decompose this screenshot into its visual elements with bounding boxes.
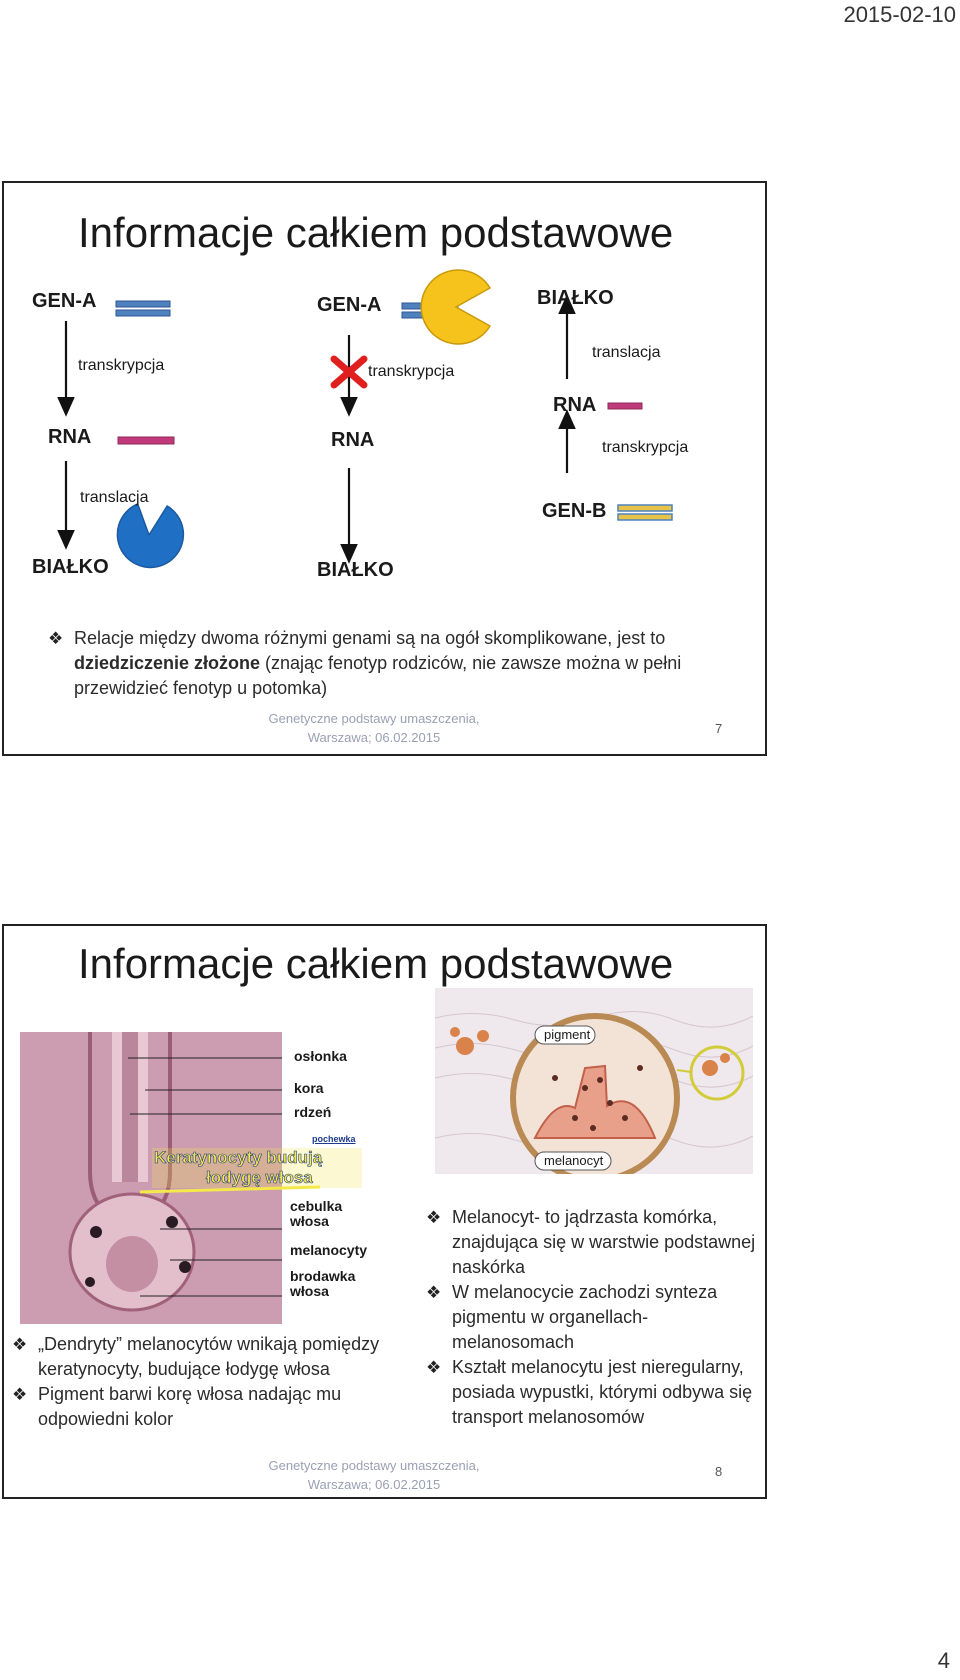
bullet-text: Kształt melanocytu jest nieregularny, po… (452, 1357, 753, 1427)
protein-left-icon (116, 502, 185, 569)
label-gen-a-middle: GEN-A (317, 294, 382, 316)
label-rna-right: RNA (553, 394, 597, 416)
bullet-text: „Dendryty” melanocytów wnikają pomiędzy … (38, 1334, 380, 1379)
bullet-star-icon: ❖ (426, 1283, 442, 1302)
slide-8: Informacje całkiem podstawowe (2, 924, 767, 1499)
bullet-star-icon: ❖ (426, 1208, 442, 1227)
rna-bar-right-icon (607, 402, 643, 410)
label-gen-b: GEN-B (542, 500, 607, 522)
footer-line2: Warszawa; 06.02.2015 (307, 730, 441, 745)
slide-footer: Genetyczne podstawy umaszczenia, Warszaw… (244, 709, 504, 747)
slide2-right-bullets: ❖ Melanocyt- to jądrzasta komórka, znajdu… (426, 1205, 756, 1430)
bullet-item: ❖ Relacje między dwoma różnymi genami są… (48, 626, 698, 701)
bullet-text: W melanocycie zachodzi synteza pigmentu … (452, 1282, 718, 1352)
footer-line2: Warszawa; 06.02.2015 (307, 1477, 441, 1492)
bullet-item: ❖ „Dendryty” melanocytów wnikają pomiędzy… (12, 1332, 392, 1382)
slide-number: 7 (715, 721, 723, 736)
label-pochewka: pochewka (312, 1134, 356, 1144)
slide-7: Informacje całkiem podstawowe (2, 181, 767, 756)
label-transkrypcja-middle: transkrypcja (368, 363, 455, 380)
label-keratynocyty-2: łodygę włosa (206, 1168, 313, 1188)
footer-line1: Genetyczne podstawy umaszczenia, (268, 1458, 480, 1473)
page-number: 4 (937, 1648, 950, 1673)
bullet-item: ❖ Melanocyt- to jądrzasta komórka, znajdu… (426, 1205, 756, 1280)
label-rna-middle: RNA (331, 429, 375, 451)
melanocyte-image: pigment melanocyt (435, 988, 753, 1174)
label-cebulka-2: włosa (290, 1213, 329, 1229)
slide-title: Informacje całkiem podstawowe (78, 209, 674, 256)
label-rna-left: RNA (48, 426, 92, 448)
slide-number: 8 (715, 1464, 723, 1479)
slide1-bullets: ❖ Relacje między dwoma różnymi genami są… (48, 626, 698, 701)
bullet-item: ❖ Pigment barwi korę włosa nadając mu odp… (12, 1382, 392, 1432)
bullet-text: Pigment barwi korę włosa nadając mu odpo… (38, 1384, 342, 1429)
bullet-star-icon: ❖ (426, 1358, 442, 1377)
bullet-bold-text: dziedziczenie złożone (74, 653, 261, 673)
hair-follicle-image: osłonka kora rdzeń pochewka Keratynocyty… (20, 1032, 400, 1324)
bullet-star-icon: ❖ (12, 1385, 28, 1404)
label-gen-a-left: GEN-A (32, 290, 97, 312)
label-cebulka-1: cebulka (290, 1198, 343, 1214)
label-melanocyt: melanocyt (544, 1153, 604, 1168)
label-melanocyty: melanocyty (290, 1242, 368, 1258)
bullet-text: Relacje między dwoma różnymi genami są n… (74, 628, 666, 648)
label-brodawka-2: włosa (290, 1283, 329, 1299)
bullet-item: ❖ Kształt melanocytu jest nieregularny, p… (426, 1355, 756, 1430)
bullet-text-end: (znając fenotyp rodziców, nie zawsze moż… (74, 653, 682, 698)
label-oslonka: osłonka (294, 1048, 347, 1064)
label-bialko-left: BIAŁKO (32, 556, 109, 578)
gene-diagram (57, 269, 673, 569)
label-brodawka-1: brodawka (290, 1268, 356, 1284)
hair-follicle-illustration (20, 1032, 400, 1324)
protein-middle-icon (420, 269, 492, 345)
slide-footer: Genetyczne podstawy umaszczenia, Warszaw… (244, 1456, 504, 1494)
label-translacja-left: translacja (80, 489, 149, 506)
label-pigment: pigment (544, 1027, 591, 1042)
label-rdzen: rdzeń (294, 1104, 332, 1120)
blocked-cross-icon (330, 355, 368, 389)
label-keratynocyty-1: Keratynocyty budują (154, 1148, 323, 1168)
slide-title: Informacje całkiem podstawowe (78, 940, 674, 987)
bullet-text: Melanocyt- to jądrzasta komórka, znajduj… (452, 1207, 756, 1277)
label-bialko-right: BIAŁKO (537, 287, 614, 309)
slide2-left-bullets: ❖ „Dendryty” melanocytów wnikają pomiędzy… (12, 1332, 392, 1432)
footer-line1: Genetyczne podstawy umaszczenia, (268, 711, 480, 726)
bullet-item: ❖ W melanocycie zachodzi synteza pigmentu… (426, 1280, 756, 1355)
bullet-star-icon: ❖ (12, 1335, 28, 1354)
label-bialko-middle: BIAŁKO (317, 559, 394, 581)
label-transkrypcja-left: transkrypcja (78, 357, 165, 374)
label-kora: kora (294, 1080, 324, 1096)
melanocyte-illustration (435, 988, 753, 1174)
label-translacja-right: translacja (592, 344, 661, 361)
rna-bar-left-icon (117, 436, 175, 445)
gene-b-bar-icon (617, 504, 673, 521)
gene-a-bar-left-icon (115, 300, 171, 317)
page-date: 2015-02-10 (843, 2, 956, 27)
bullet-star-icon: ❖ (48, 629, 64, 648)
label-transkrypcja-right: transkrypcja (602, 439, 689, 456)
